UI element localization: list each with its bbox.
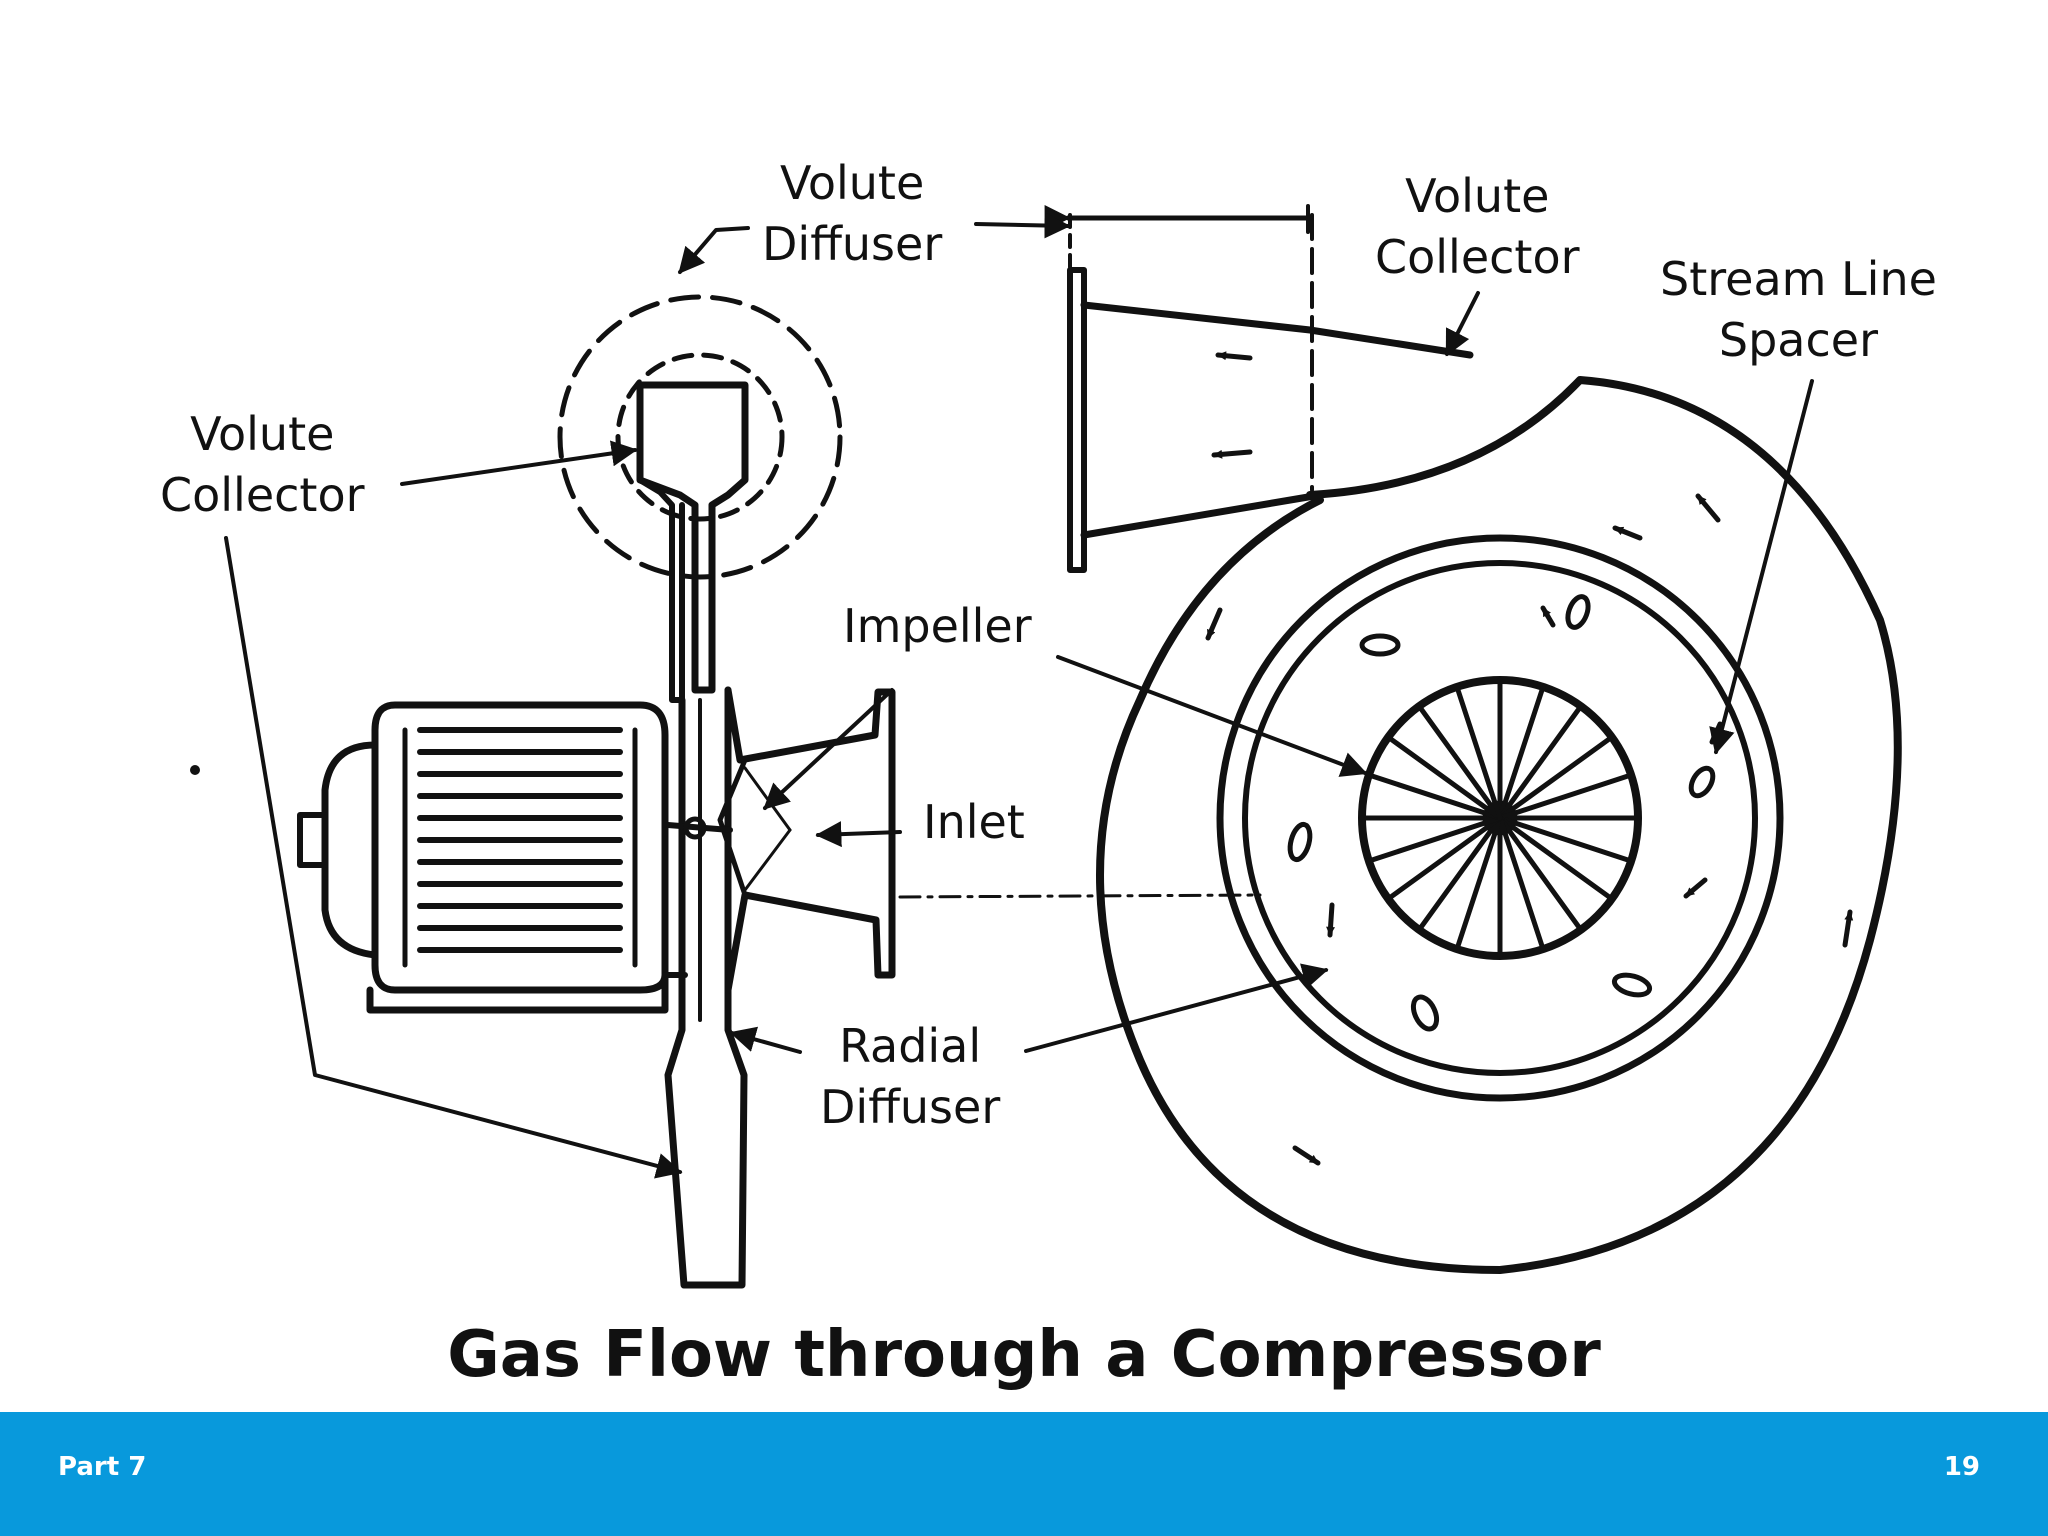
center-line — [898, 893, 1262, 899]
label-stream-line-spacer: Stream Line Spacer — [1660, 252, 1937, 367]
slide-title: Gas Flow through a Compressor — [447, 1318, 1601, 1392]
footer-section-label: Part 7 — [58, 1452, 147, 1482]
motor-fins — [417, 727, 623, 953]
label-volute-diffuser: Volute Diffuser — [762, 156, 943, 271]
radial-diffuser-shaft — [664, 686, 748, 1289]
shaft-stub — [683, 816, 707, 840]
outlet-duct — [1044, 204, 1474, 573]
compressor-diagram — [190, 204, 1902, 1289]
label-volute-collector-left: Volute Collector — [160, 407, 365, 522]
leader-lines — [224, 212, 1814, 1179]
motor — [297, 701, 688, 1014]
page-number: 19 — [1943, 1452, 1980, 1482]
side-view-volute — [557, 294, 843, 703]
label-volute-collector-top: Volute Collector — [1375, 169, 1580, 284]
label-inlet: Inlet — [923, 795, 1025, 849]
label-radial-diffuser: Radial Diffuser — [820, 1019, 1001, 1134]
flow-arrows — [1205, 351, 1854, 1166]
impeller-wheel — [1358, 676, 1642, 960]
front-view-volute — [1096, 376, 1902, 1274]
footer-bar: Part 7 19 — [0, 1412, 2048, 1536]
label-impeller: Impeller — [843, 599, 1032, 653]
stray-dot — [190, 765, 200, 775]
stream-line-spacers — [1287, 594, 1716, 1032]
